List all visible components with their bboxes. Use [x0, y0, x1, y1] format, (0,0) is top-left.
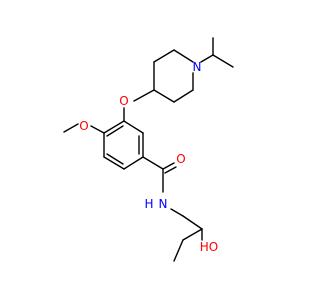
bond [106, 153, 124, 165]
nitrogen-hydrogen-label: H [144, 197, 153, 211]
hydroxyl-label: HO [200, 240, 218, 254]
bond [103, 156, 125, 170]
piperidine-nitrogen-label: N [193, 60, 202, 74]
amide-nitrogen-label: N [159, 197, 168, 211]
structure-diagram: O N O O N H HO [63, 37, 234, 262]
bond [90, 125, 105, 134]
ether-oxygen-label: O [119, 94, 128, 108]
bond [164, 166, 177, 174]
atom-labels: O N O O N H HO [79, 60, 218, 254]
bond [123, 120, 144, 134]
bond [133, 89, 155, 102]
bond [106, 125, 124, 137]
bond [182, 215, 203, 230]
bond [142, 156, 164, 170]
bond [173, 49, 194, 63]
bond [212, 54, 234, 68]
bond [162, 162, 175, 170]
bond [200, 54, 214, 63]
bond [153, 49, 175, 63]
bond [103, 120, 125, 134]
bond [182, 228, 203, 241]
bond [153, 89, 175, 103]
molecule-canvas: O N O O N H HO [63, 37, 234, 262]
bond [170, 208, 184, 217]
amide-oxygen-label: O [176, 152, 185, 166]
bond [123, 156, 144, 170]
methoxy-oxygen-label: O [79, 119, 88, 133]
bonds [63, 37, 234, 262]
bond [173, 239, 184, 262]
bond [63, 123, 79, 133]
bond [173, 89, 194, 103]
